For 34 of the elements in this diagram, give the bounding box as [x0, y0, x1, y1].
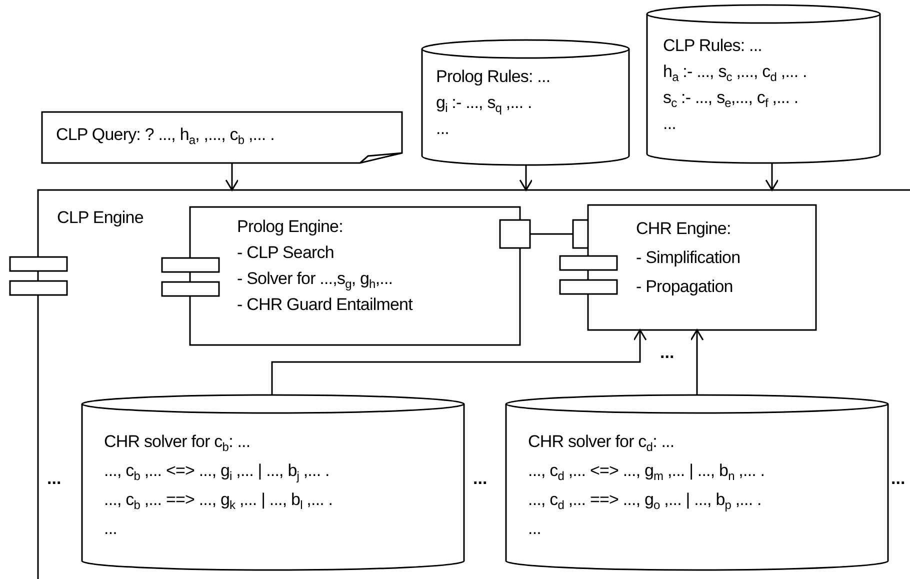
arrow: [690, 329, 704, 395]
rule-text: ...: [663, 114, 676, 133]
ellipsis-label: ...: [473, 470, 488, 487]
list-item: - Solver for ...,s$_{g}$, g$_{h}$,...: [237, 269, 393, 288]
ellipsis-label: ...: [47, 470, 62, 487]
rule-text: CLP Query: ? ..., h$_{a}$, ,..., c$_{b}$ ,... .: [56, 125, 274, 144]
component-label: CLP Engine: [57, 208, 144, 227]
rule-text: ...: [104, 519, 117, 538]
ellipsis-label: ...: [891, 470, 906, 487]
heading-text: Prolog Engine:: [237, 217, 343, 236]
arrow: [519, 165, 533, 191]
rule-text: s$_{c}$ :- ..., s$_{e}$,..., c$_{f}$ ,... .: [663, 88, 798, 107]
list-item: - Simplification: [636, 248, 740, 267]
rule-text: h$_{a}$ :- ..., s$_{c}$ ,..., c$_{d}$ ,... .: [663, 62, 807, 81]
heading-text: Prolog Rules: ...: [436, 67, 550, 86]
rule-text: ...: [436, 119, 449, 138]
rule-text: g$_{i}$ :- ..., s$_{q}$ ,... .: [436, 93, 532, 112]
arrow: [225, 163, 239, 191]
list-item: - CHR Guard Entailment: [237, 295, 412, 314]
arrow: [271, 329, 647, 395]
rule-text: ..., c$_{b}$ ,... ==> ..., g$_{k}$ ,... | ..., b$_{l}$ ,... .: [104, 490, 333, 509]
ellipsis-label: ...: [660, 344, 674, 361]
list-item: - Propagation: [636, 277, 733, 296]
heading-text: CHR Engine:: [636, 219, 731, 238]
list-item: - CLP Search: [237, 243, 334, 262]
rule-text: ..., c$_{d}$ ,... <=> ..., g$_{m}$ ,... | ..., b$_{n}$ ,... .: [528, 461, 765, 480]
heading-text: CLP Rules: ...: [663, 36, 762, 55]
rule-text: ..., c$_{d}$ ,... ==> ..., g$_{o}$ ,... | ..., b$_{p}$ ,... .: [528, 490, 762, 509]
heading-text: CHR solver for c$_{d}$: ...: [528, 432, 674, 451]
rule-text: ...: [528, 519, 541, 538]
rule-text: ..., c$_{b}$ ,... <=> ..., g$_{i}$ ,... | ..., b$_{j}$ ,... .: [104, 461, 330, 480]
heading-text: CHR solver for c$_{b}$: ...: [104, 432, 250, 451]
arrow: [765, 163, 779, 191]
connector-line: [530, 233, 573, 235]
